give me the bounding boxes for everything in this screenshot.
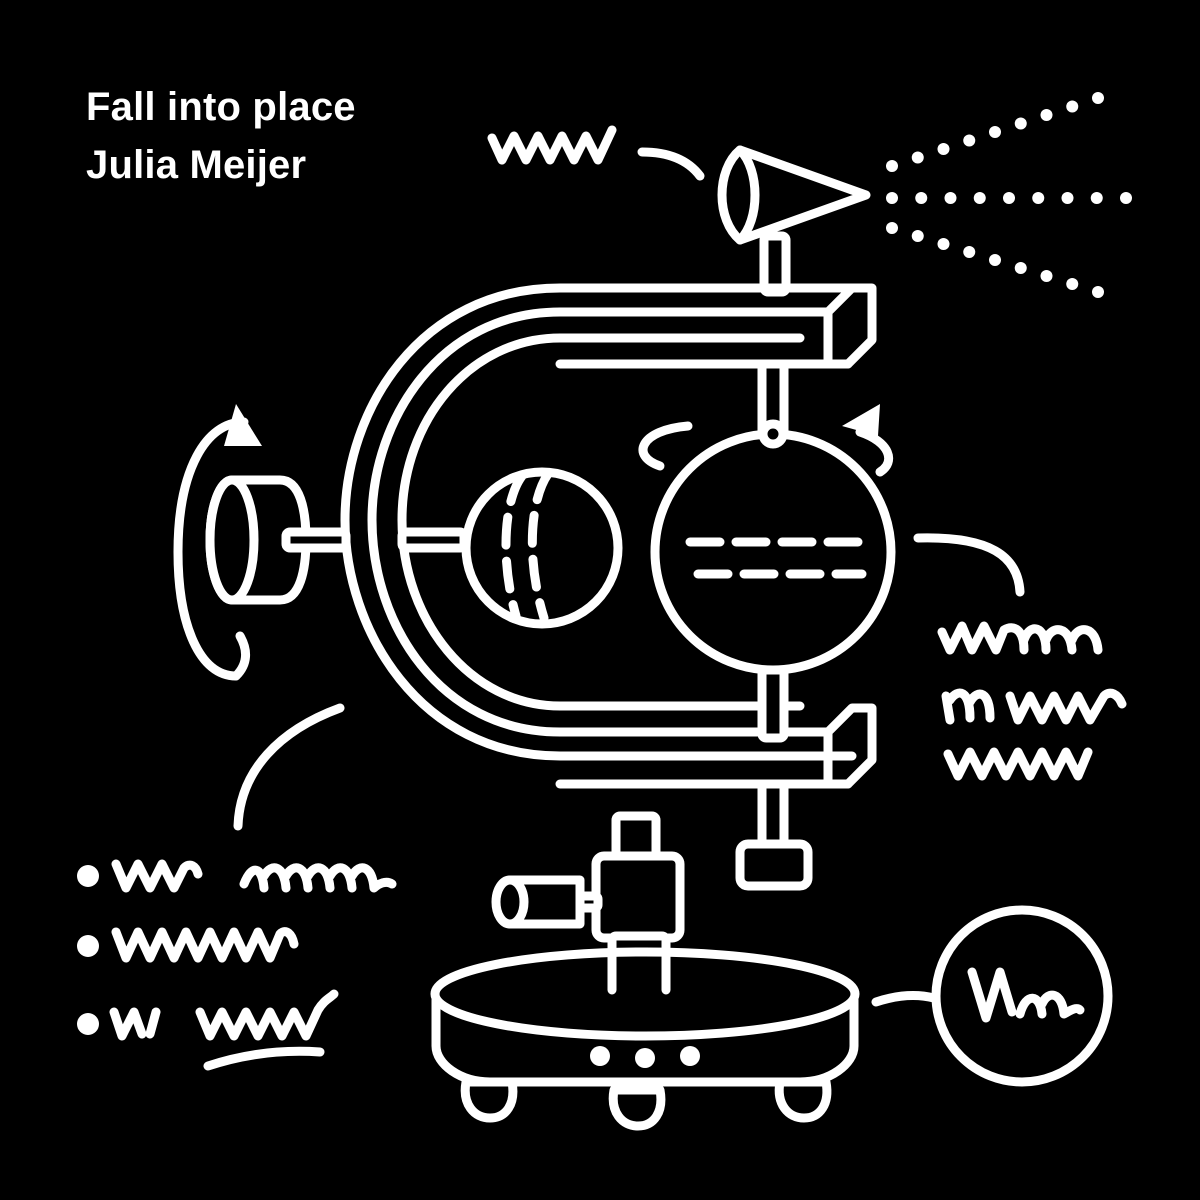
spray-dot bbox=[1066, 100, 1079, 113]
base-platform-icon bbox=[430, 811, 860, 1131]
spray-dot bbox=[944, 192, 957, 204]
sphere-icon bbox=[397, 467, 623, 629]
spray-dot bbox=[1040, 270, 1053, 282]
spray-dot bbox=[915, 192, 928, 204]
rotating-sphere bbox=[638, 404, 896, 675]
right-scribble-label bbox=[913, 533, 1127, 781]
spray-dot bbox=[1061, 192, 1074, 204]
spray-dot bbox=[886, 160, 898, 172]
spray-dot bbox=[937, 143, 950, 155]
spray-dot bbox=[973, 192, 986, 204]
cover-author: Julia Meijer bbox=[86, 143, 307, 187]
spray-dot bbox=[1120, 192, 1132, 204]
title-block: Fall into place Julia Meijer bbox=[86, 78, 356, 194]
c-frame bbox=[340, 283, 877, 789]
spray-dot bbox=[886, 222, 898, 234]
spray-dot bbox=[1090, 192, 1103, 204]
circle-badge-icon bbox=[871, 905, 1113, 1087]
spray-dots bbox=[886, 92, 1132, 298]
spray-dot bbox=[886, 192, 898, 204]
spray-dot bbox=[1040, 109, 1053, 121]
top-scribble-label bbox=[487, 125, 705, 181]
spray-dot bbox=[963, 246, 976, 258]
cover-title: Fall into place bbox=[86, 85, 356, 129]
spray-dot bbox=[1092, 92, 1104, 104]
spray-dot bbox=[989, 254, 1001, 266]
left-scribble-list bbox=[77, 703, 397, 1071]
spray-dot bbox=[1014, 262, 1027, 274]
spray-dot bbox=[911, 230, 924, 242]
spray-dot bbox=[1092, 286, 1104, 298]
spray-dot bbox=[1066, 278, 1079, 290]
spray-dot bbox=[937, 238, 950, 250]
spray-dot bbox=[911, 151, 924, 164]
spray-dot bbox=[1014, 117, 1027, 130]
disc-knob-icon bbox=[173, 404, 351, 681]
spray-dot bbox=[963, 134, 976, 147]
spray-dot bbox=[1032, 192, 1045, 204]
spray-dot bbox=[1003, 192, 1015, 204]
spray-dot bbox=[989, 126, 1001, 138]
spray-nozzle-icon bbox=[717, 145, 871, 297]
